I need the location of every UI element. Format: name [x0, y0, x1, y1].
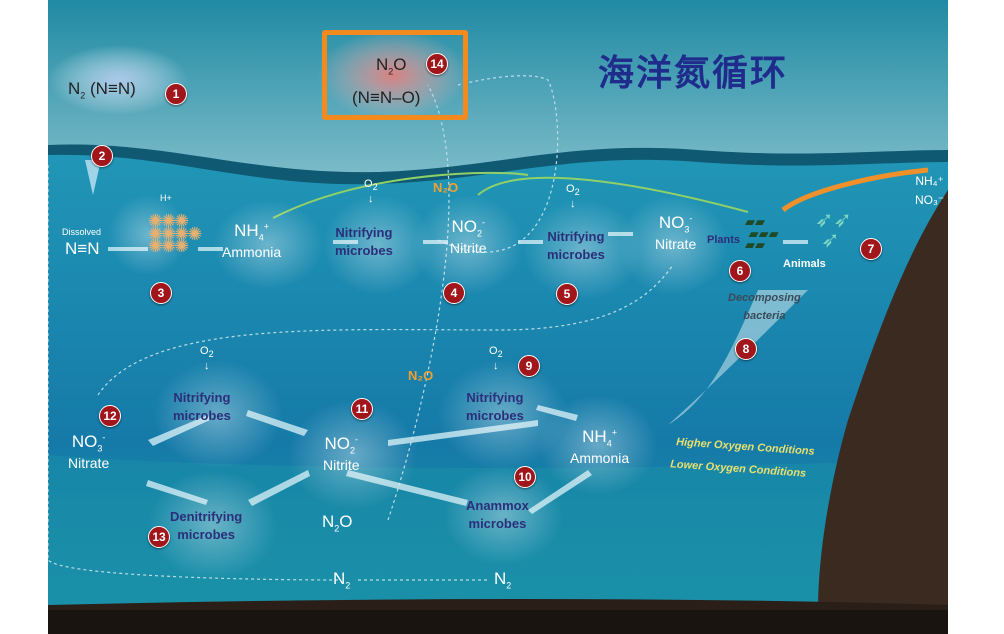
step-badge-7: 7 [860, 238, 882, 260]
deep-nitrate: NO3-Nitrate [68, 432, 110, 471]
runoff-label: NH₄⁺NO₃⁻ [915, 174, 945, 208]
step-badge-2: 2 [91, 145, 113, 167]
surface-nitrite: NO2-Nitrite [450, 217, 487, 256]
step-badge-13: 13 [148, 526, 170, 548]
surface-ammonia: NH4+Ammonia [222, 221, 282, 260]
plants-icon: ▰▰ ▰▰▰▰▰ [745, 214, 779, 253]
ocean-background [48, 0, 948, 634]
bacteria-cluster-icon: ✺✺✺✺✺✺✺✺✺✺ [148, 211, 202, 257]
step-badge-3: 3 [150, 282, 172, 304]
surface-o2-2: O2↓ [566, 183, 580, 211]
fish-icon: ➶➶ ➶ [815, 207, 852, 252]
step-badge-8: 8 [735, 338, 757, 360]
dissolved-n2-label: N≡N [65, 239, 100, 258]
animals-label: Animals [783, 258, 826, 270]
deep-n2-left: N2 [333, 569, 351, 591]
n2o-bond-label: (N≡N–O) [352, 88, 421, 107]
surface-n2o-emission: N₂O [433, 180, 459, 195]
deep-o2-1: O2↓ [200, 345, 214, 373]
surface-o2-1: O2↓ [364, 178, 378, 206]
dissolved-label: Dissolved [62, 227, 102, 237]
step-badge-10: 10 [514, 466, 536, 488]
deep-nitrite: NO2-Nitrite [323, 434, 360, 473]
nitrogen-cycle-diagram [48, 0, 948, 634]
hplus-label: H+ [160, 193, 172, 203]
step-badge-6: 6 [729, 260, 751, 282]
diagram-title: 海洋氮循环 [598, 53, 789, 94]
deep-ammonia: NH4+Ammonia [570, 427, 630, 466]
step-badge-1: 1 [165, 83, 187, 105]
surface-nitrate: NO3-Nitrate [655, 213, 697, 252]
step-badge-4: 4 [443, 282, 465, 304]
deep-n2o: N2O [322, 512, 353, 534]
step-badge-12: 12 [99, 405, 121, 427]
n2o-highlight-box [322, 30, 468, 120]
atmospheric-n2-label: N2 (N≡N) [68, 79, 136, 101]
deep-n2-right: N2 [494, 569, 512, 591]
plants-label: Plants [707, 234, 741, 246]
deep-o2-2: O2↓ [489, 345, 503, 373]
step-badge-9: 9 [518, 355, 540, 377]
step-badge-14: 14 [426, 53, 448, 75]
step-badge-11: 11 [351, 398, 373, 420]
deep-n2o-emission: N₂O [408, 368, 434, 383]
n2o-label: N2O [376, 55, 407, 77]
step-badge-5: 5 [556, 283, 578, 305]
